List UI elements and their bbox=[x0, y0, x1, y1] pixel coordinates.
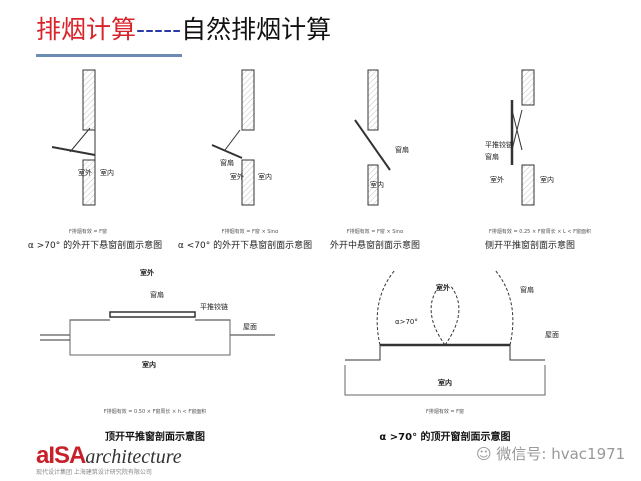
label-sash-2: 窗扇 bbox=[220, 159, 234, 167]
slide-title: 排烟计算-----自然排烟计算 bbox=[36, 10, 331, 46]
label-sash-6: 窗扇 bbox=[520, 286, 534, 294]
formula-2: F排烟有效 = F窗 × Sinα bbox=[221, 229, 279, 235]
label-hinge-4: 平推铰链 bbox=[485, 141, 513, 149]
caption-5: 顶开平推窗剖面示意图 bbox=[105, 432, 205, 443]
label-outdoor-1: 室外 bbox=[78, 169, 92, 177]
caption-1: α >70° 的外开下悬窗剖面示意图 bbox=[27, 241, 163, 251]
label-indoor-4: 室内 bbox=[540, 176, 554, 184]
label-indoor-5: 室内 bbox=[142, 361, 156, 369]
formula-6: F排烟有效 = F窗 bbox=[425, 409, 465, 415]
label-outdoor-2: 室外 bbox=[230, 173, 244, 181]
wechat-watermark: ☺ 微信号: hvac1971 bbox=[476, 443, 625, 464]
title-underline bbox=[36, 54, 182, 57]
diagram-side-parallel bbox=[510, 69, 535, 206]
caption-4: 侧开平推窗剖面示意图 bbox=[484, 241, 576, 251]
diagram-bottom-hung-lt70 bbox=[211, 69, 255, 206]
label-angle-6: α>70° bbox=[395, 318, 418, 326]
label-sash-4: 窗扇 bbox=[485, 153, 499, 161]
logo-subtitle: 现代设计集团 上海建筑设计研究院有限公司 bbox=[36, 469, 152, 476]
formula-3: F排烟有效 = F窗 × Sinα bbox=[346, 229, 404, 235]
logo-ais: aISA bbox=[36, 442, 86, 469]
label-indoor-3: 室内 bbox=[370, 181, 384, 189]
watermark-text: 微信号: hvac1971 bbox=[496, 445, 626, 463]
label-roof-6: 屋面 bbox=[545, 331, 559, 339]
formula-5: F排烟有效 = 0.50 × F窗周长 × h < F窗面积 bbox=[103, 409, 207, 415]
diagram-center-pivot bbox=[354, 69, 391, 206]
diagram-top-parallel bbox=[40, 311, 275, 356]
label-indoor-6: 室内 bbox=[438, 379, 452, 387]
formula-1: F排烟有效 = F窗 bbox=[68, 229, 108, 235]
wechat-icon: ☺ bbox=[476, 445, 497, 463]
label-indoor-1: 室内 bbox=[100, 169, 114, 177]
caption-3: 外开中悬窗剖面示意图 bbox=[329, 241, 421, 251]
formula-4: F排烟有效 = 0.25 × F窗周长 × L < F窗面积 bbox=[488, 229, 592, 235]
label-outdoor-4: 室外 bbox=[490, 176, 504, 184]
label-sash-5: 窗扇 bbox=[150, 291, 164, 299]
title-main: 排烟计算 bbox=[36, 15, 137, 44]
title-sub: 自然排烟计算 bbox=[181, 15, 332, 44]
caption-2: α <70° 的外开下悬窗剖面示意图 bbox=[177, 241, 313, 251]
label-sash-3: 窗扇 bbox=[395, 146, 409, 154]
label-outdoor-5: 室外 bbox=[140, 269, 154, 277]
logo-architecture: architecture bbox=[85, 446, 182, 468]
label-indoor-2: 室内 bbox=[258, 173, 272, 181]
label-outdoor-6: 室外 bbox=[436, 284, 450, 292]
diagram-bottom-hung-gt70 bbox=[51, 69, 96, 206]
diagram-top-hung-gt70 bbox=[344, 269, 546, 396]
caption-6: α >70° 的顶开窗剖面示意图 bbox=[379, 432, 511, 443]
label-hinge-5: 平推铰链 bbox=[200, 303, 228, 311]
title-dashes: ----- bbox=[136, 15, 182, 44]
label-roof-5: 屋面 bbox=[243, 323, 257, 331]
